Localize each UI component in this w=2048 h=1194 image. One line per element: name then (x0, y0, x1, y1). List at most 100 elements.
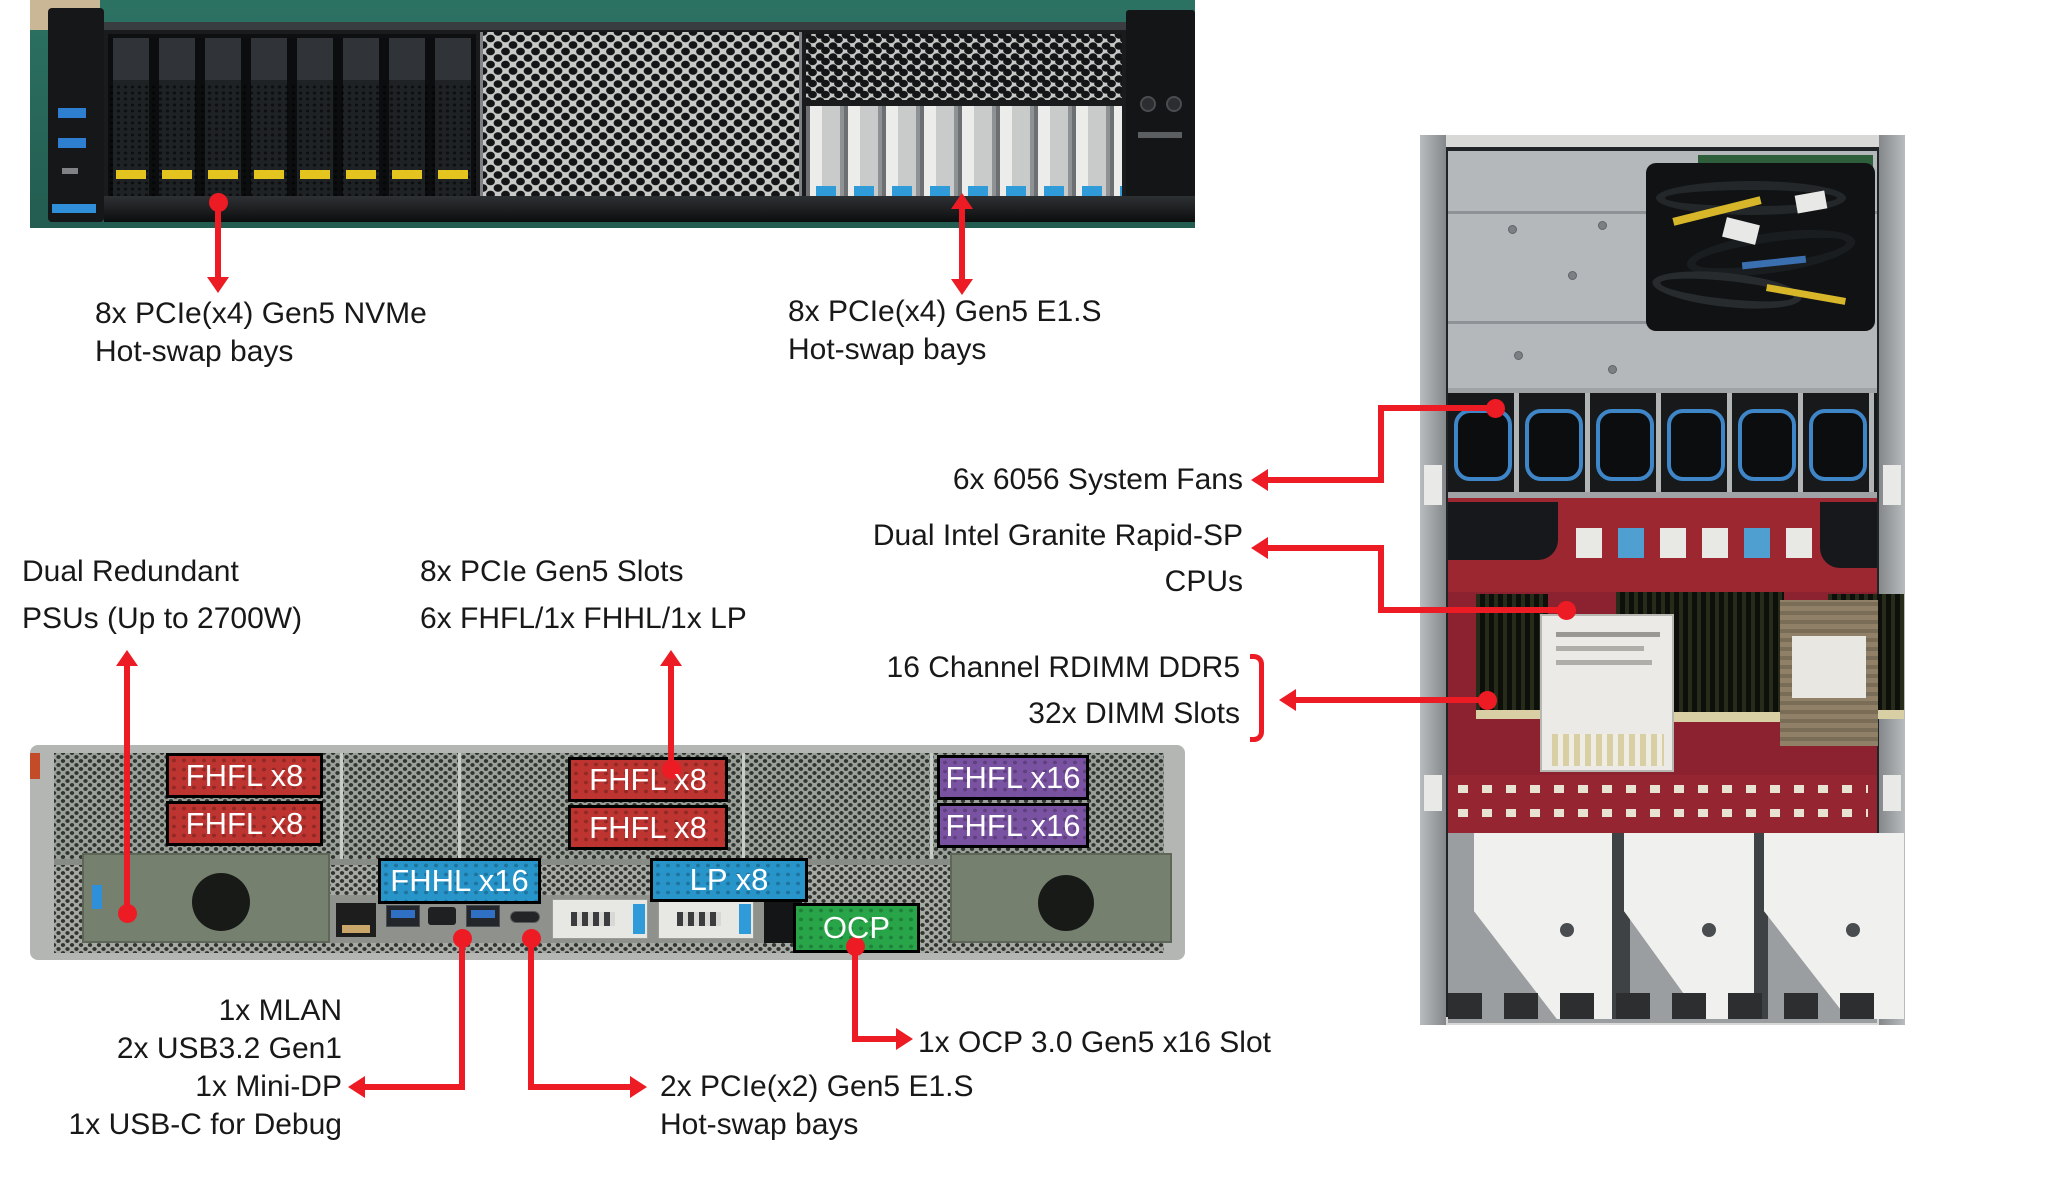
mobo-connector (1576, 528, 1602, 558)
front-view-photo (30, 0, 1195, 228)
usb-port-marker (58, 138, 86, 148)
cable-bump (1448, 502, 1558, 560)
slot-seam (340, 753, 343, 859)
usb-port-marker (58, 108, 86, 118)
mlan-pins (342, 925, 370, 933)
cable-bundle-zone (1646, 163, 1875, 331)
rear-latch (30, 753, 40, 779)
slot-text: OCP (822, 910, 891, 945)
slot-label-fhfl-x8-4: FHFL x8 (568, 805, 728, 850)
cpu-label-lines (1556, 632, 1660, 637)
nvme-yellow-latches (108, 170, 476, 179)
mobo-connector (1744, 528, 1770, 558)
center-mesh-grille (480, 32, 802, 212)
memory-label-line2: 32x DIMM Slots (1028, 697, 1240, 730)
power-button (1140, 96, 1156, 112)
pcie-slots-label-line1: 8x PCIe Gen5 Slots (420, 555, 684, 588)
panel-screw (1568, 271, 1577, 280)
panel-seam (1448, 321, 1688, 324)
latch-dashes (1458, 809, 1868, 817)
rail-notch (1883, 775, 1901, 811)
bottom-connector-row (1448, 993, 1877, 1019)
usb-port-1 (386, 905, 420, 927)
psu-left (82, 853, 330, 943)
sled-blue-clip (633, 904, 645, 934)
rear-e1s-label-line2: Hot-swap bays (660, 1108, 859, 1141)
mlan-port (336, 903, 376, 937)
cpu-label-line2: CPUs (1164, 565, 1243, 598)
front-control-panel (1126, 10, 1195, 222)
slot-text: FHFL x8 (589, 761, 707, 797)
memory-bracket (1250, 654, 1264, 742)
ear-led-strip (52, 204, 96, 213)
ocp-slot-label: 1x OCP 3.0 Gen5 x16 Slot (918, 1026, 1271, 1059)
slot-seam (930, 753, 933, 859)
riser-bracket-3 (1764, 833, 1904, 1019)
memory-label-line1: 16 Channel RDIMM DDR5 (886, 651, 1240, 684)
usb-c-port (510, 911, 540, 923)
slot-text: FHFL x8 (185, 805, 304, 841)
fan-row (1448, 388, 1877, 498)
right-mesh-band (806, 34, 1122, 100)
rear-e1s-label-line1: 2x PCIe(x2) Gen5 E1.S (660, 1070, 974, 1103)
dimm-bank-left (1476, 594, 1548, 710)
system-fan (1454, 409, 1512, 481)
io-label-line3: 1x Mini-DP (195, 1070, 342, 1103)
slot-label-ocp: OCP (793, 903, 920, 953)
riser-screw (1560, 923, 1574, 937)
nvme-handles (108, 38, 476, 80)
dimm-cpu-zone (1448, 592, 1904, 775)
slot-text: FHFL x16 (945, 807, 1081, 843)
slot-text: FHFL x16 (945, 759, 1081, 795)
mobo-connectors (1448, 498, 1877, 592)
usb-blue-tab (391, 910, 415, 918)
cable-label-tag (1794, 190, 1828, 214)
top-panel (1448, 151, 1877, 388)
front-bottom-shadow (104, 196, 1195, 222)
cpu1-heatsink (1540, 614, 1674, 772)
slot-label-fhhl-x16: FHHL x16 (378, 858, 541, 904)
system-fan (1525, 409, 1583, 481)
usb-blue-tab (471, 910, 495, 918)
nvme-perforation (108, 84, 476, 204)
rail-notch (1883, 465, 1901, 505)
panel-screw (1598, 221, 1607, 230)
psu-clip (92, 885, 102, 909)
rail-notch (1424, 775, 1442, 811)
slot-label-lp-x8: LP x8 (650, 858, 808, 902)
psu-label-line1: Dual Redundant (22, 555, 239, 588)
panel-screw (1508, 225, 1517, 234)
slot-label-fhfl-x16-1: FHFL x16 (937, 755, 1089, 800)
slot-text: FHFL x8 (185, 757, 304, 793)
panel-screw (1514, 351, 1523, 360)
front-e1s-label-line1: 8x PCIe(x4) Gen5 E1.S (788, 295, 1102, 328)
mini-dp-port (428, 907, 456, 925)
rear-e1s-sled-1 (552, 899, 648, 939)
mobo-connector (1618, 528, 1644, 558)
riser-bracket-2 (1624, 833, 1754, 1019)
cable-bump (1820, 502, 1877, 568)
io-label-line2: 2x USB3.2 Gen1 (116, 1032, 342, 1065)
system-fan (1667, 409, 1725, 481)
sled-blue-clip (739, 904, 751, 934)
slot-text: FHHL x16 (390, 863, 529, 898)
dimm-latch-row (1476, 710, 1548, 719)
psu-fan-hole (1038, 875, 1094, 931)
sled-vent (677, 912, 721, 926)
mobo-connector (1702, 528, 1728, 558)
mobo-connector (1786, 528, 1812, 558)
io-label-line1: 1x MLAN (218, 994, 342, 1027)
pcie-slots-label-line2: 6x FHFL/1x FHHL/1x LP (420, 602, 747, 635)
cpu2-label (1792, 636, 1866, 698)
usb-port-2 (466, 905, 500, 927)
slot-label-fhfl-x16-2: FHFL x16 (937, 803, 1089, 848)
cable (1656, 181, 1846, 215)
front-left-ear (48, 8, 104, 222)
riser-bracket-1 (1474, 833, 1612, 1019)
system-fan (1809, 409, 1867, 481)
slot-seam (458, 753, 461, 859)
cpu-label-lines (1556, 660, 1652, 665)
cpu-comb (1552, 734, 1664, 766)
cpu2-heatsink (1780, 600, 1878, 746)
